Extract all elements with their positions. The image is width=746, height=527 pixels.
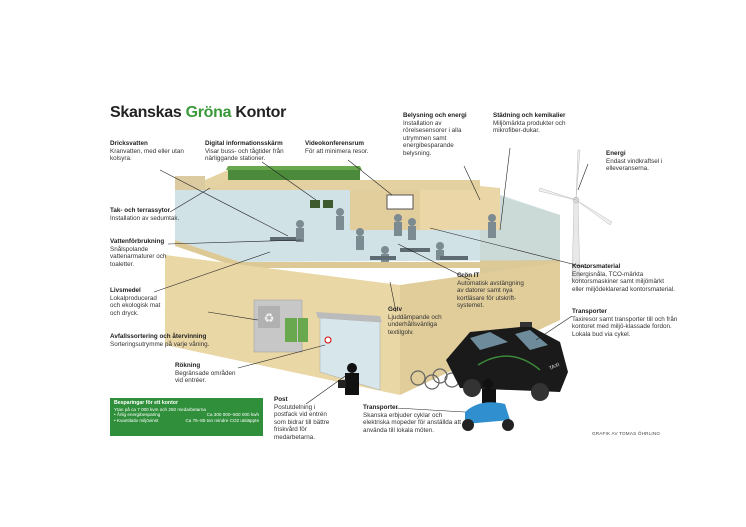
taxi-car: TAXI xyxy=(446,322,568,401)
video-screen xyxy=(386,194,414,210)
wind-turbine xyxy=(538,149,613,281)
building-front-right xyxy=(400,262,560,395)
svg-text:TAXI: TAXI xyxy=(548,362,560,372)
page-title: Skanskas Gröna Kontor xyxy=(110,104,286,121)
floor-slab xyxy=(175,240,560,268)
graphic-credit: GRAFIK AV TOMAS ÖHRLING xyxy=(592,431,661,436)
green-roof-top xyxy=(226,166,362,170)
meeting-room-wall xyxy=(350,180,420,230)
office-furniture xyxy=(270,237,468,260)
svg-text:♻: ♻ xyxy=(264,311,275,325)
office-people xyxy=(296,208,496,262)
terrace xyxy=(175,176,205,190)
savings-subtitle: Ytan på ca 7 000 kvm och 250 medarbetarn… xyxy=(114,406,206,412)
upper-edge xyxy=(200,180,480,190)
bicycles xyxy=(410,368,460,390)
electric-moped xyxy=(462,379,514,431)
info-screen xyxy=(323,200,333,208)
leader-lines xyxy=(153,147,589,413)
info-screen xyxy=(310,200,320,208)
savings-title: Besparingar för ett kontor xyxy=(114,400,178,406)
savings-box: Besparingar för ett kontor Ytan på ca 7 … xyxy=(110,398,263,436)
inner-wall xyxy=(420,180,500,230)
entrance xyxy=(316,312,382,395)
recycling-area: ♻ xyxy=(253,299,308,353)
green-roof xyxy=(228,168,360,180)
roof-edge xyxy=(205,170,228,190)
